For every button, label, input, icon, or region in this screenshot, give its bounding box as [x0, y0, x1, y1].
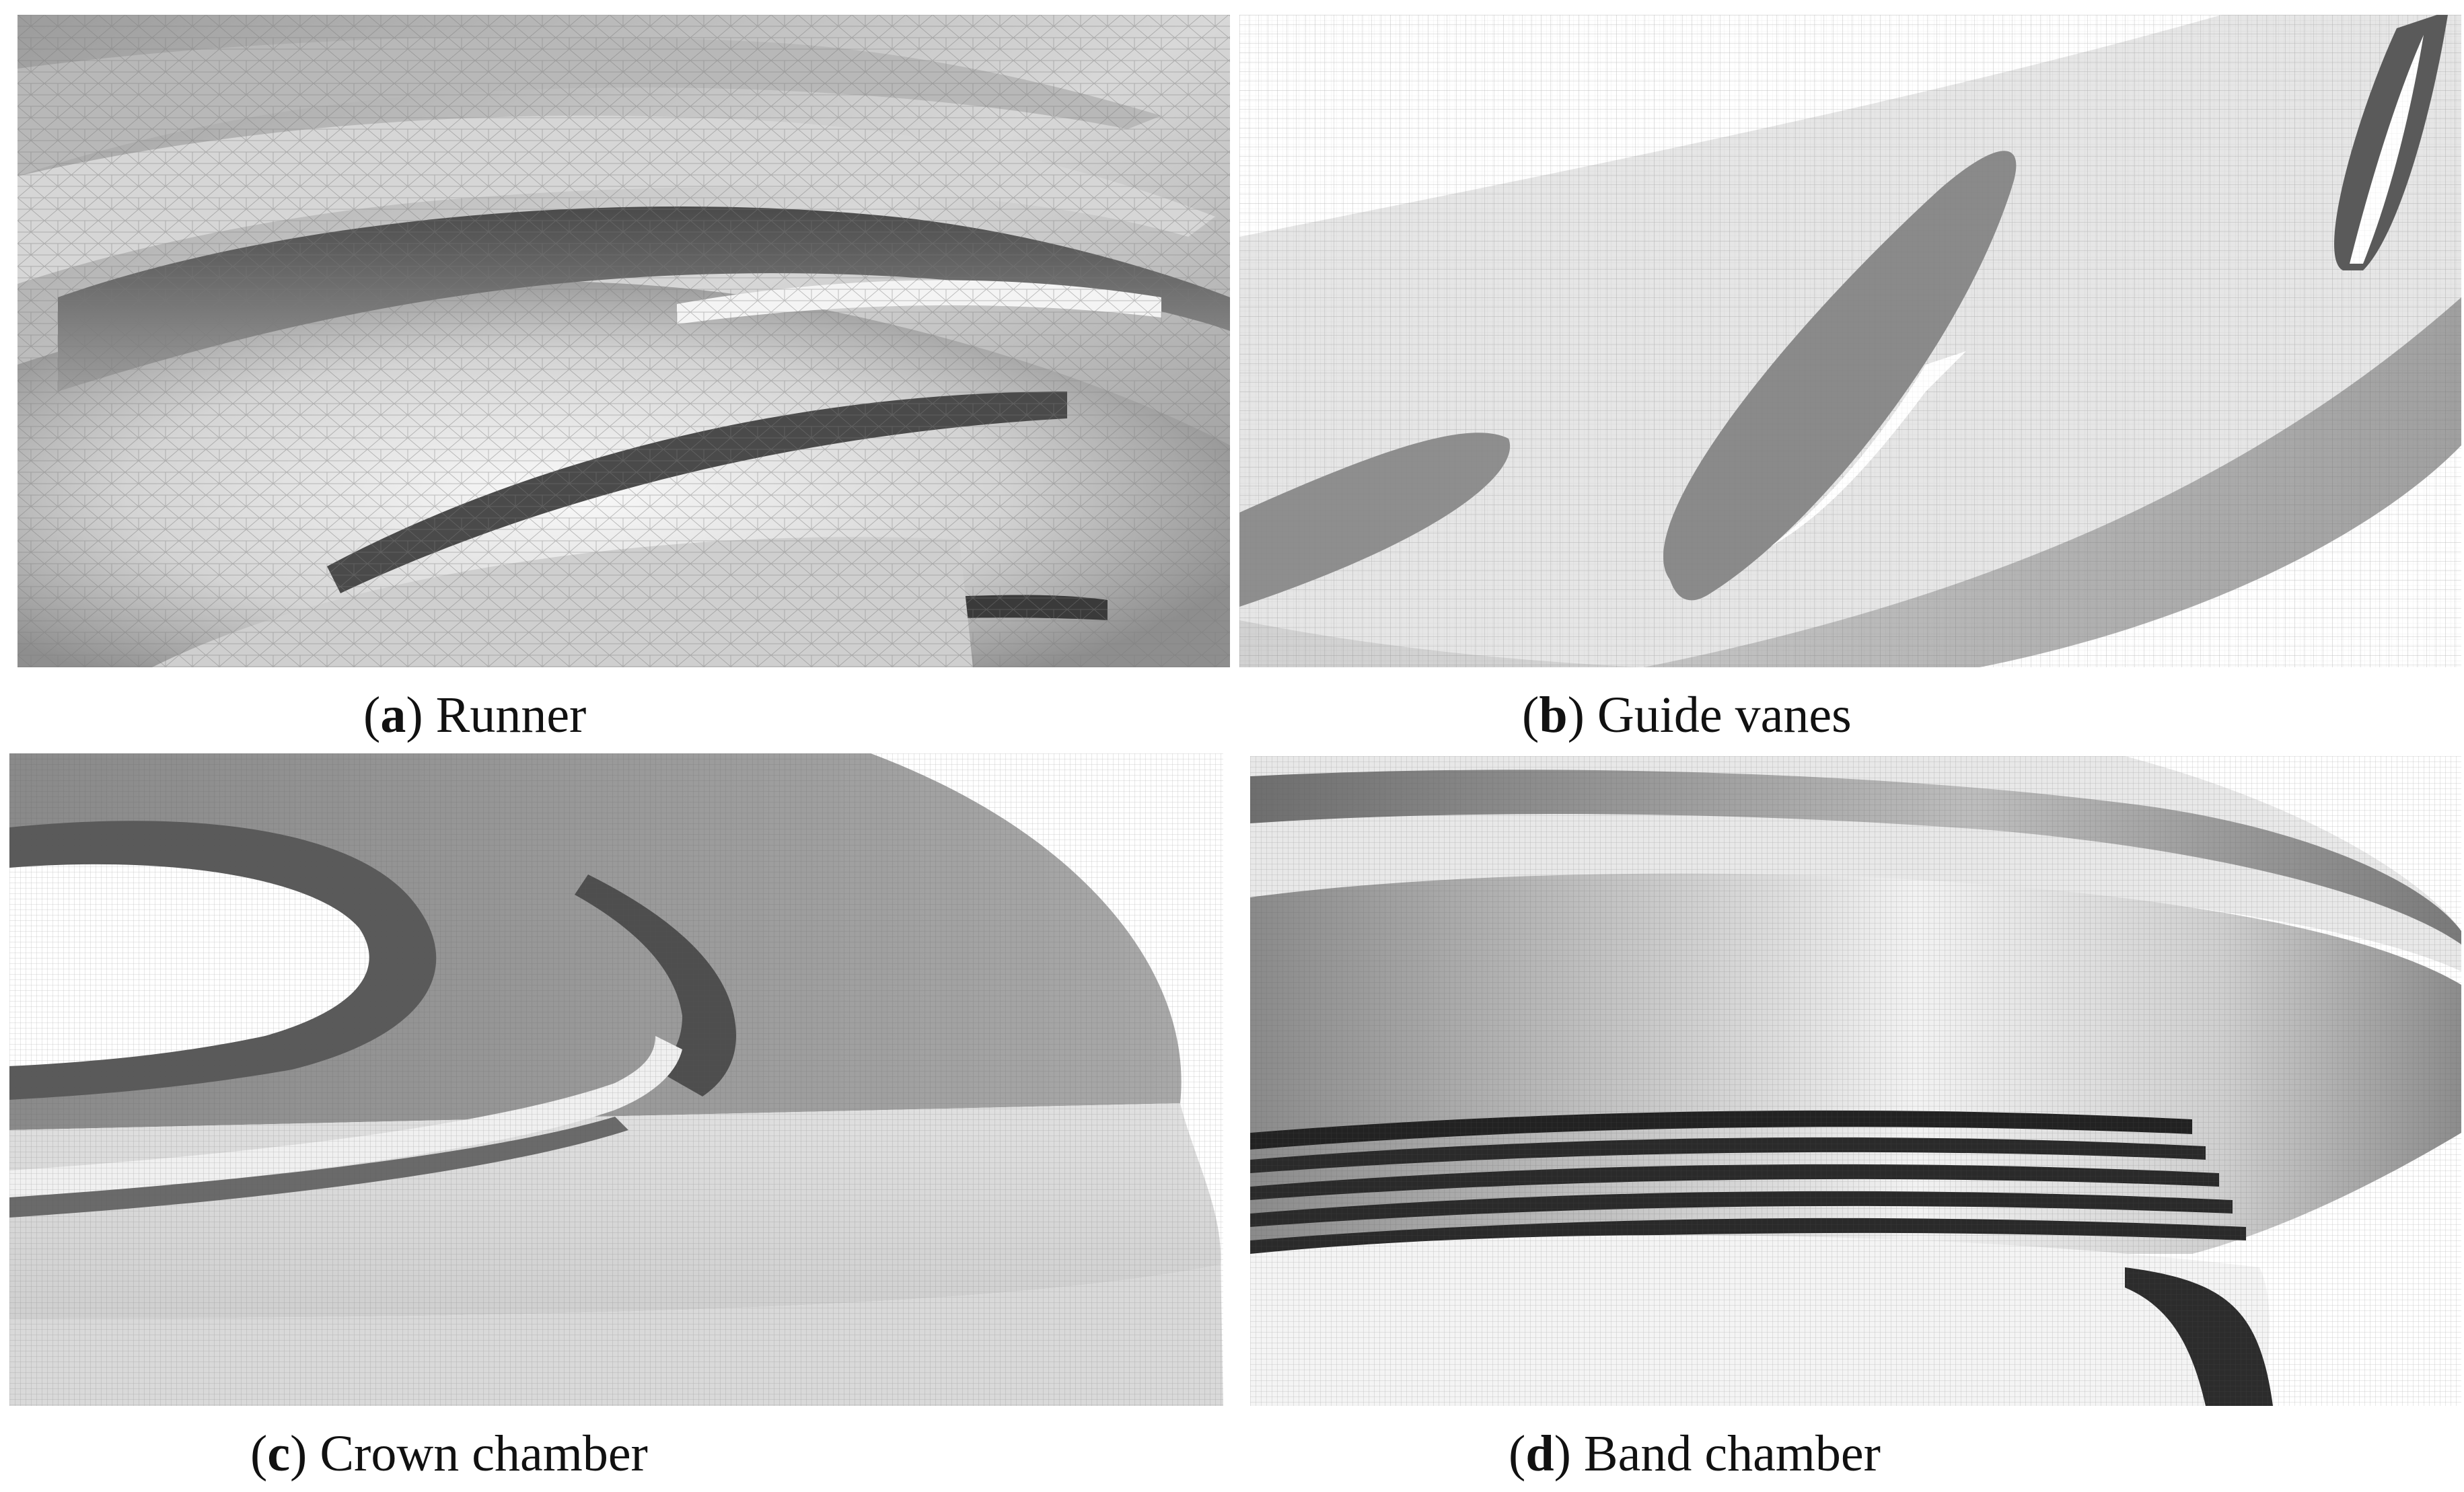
- caption-label-d: d: [1525, 1425, 1554, 1482]
- caption-title-b: Guide vanes: [1597, 687, 1852, 743]
- caption-crown-chamber: (c) Crown chamber: [250, 1425, 648, 1482]
- caption-label-b: b: [1539, 687, 1568, 743]
- caption-guide-vanes: (b) Guide vanes: [1522, 687, 1852, 743]
- caption-title-d: Band chamber: [1583, 1425, 1881, 1482]
- caption-label-a: a: [380, 687, 406, 743]
- caption-label-c: c: [267, 1425, 291, 1482]
- panel-crown-chamber-image: [9, 753, 1223, 1406]
- caption-title-c: Crown chamber: [320, 1425, 648, 1482]
- caption-runner: (a) Runner: [363, 687, 587, 743]
- caption-band-chamber: (d) Band chamber: [1509, 1425, 1881, 1482]
- caption-title-a: Runner: [435, 687, 587, 743]
- panel-guide-vanes-image: [1239, 15, 2461, 667]
- panel-band-chamber-image: [1250, 756, 2461, 1406]
- panel-runner-image: [17, 15, 1230, 667]
